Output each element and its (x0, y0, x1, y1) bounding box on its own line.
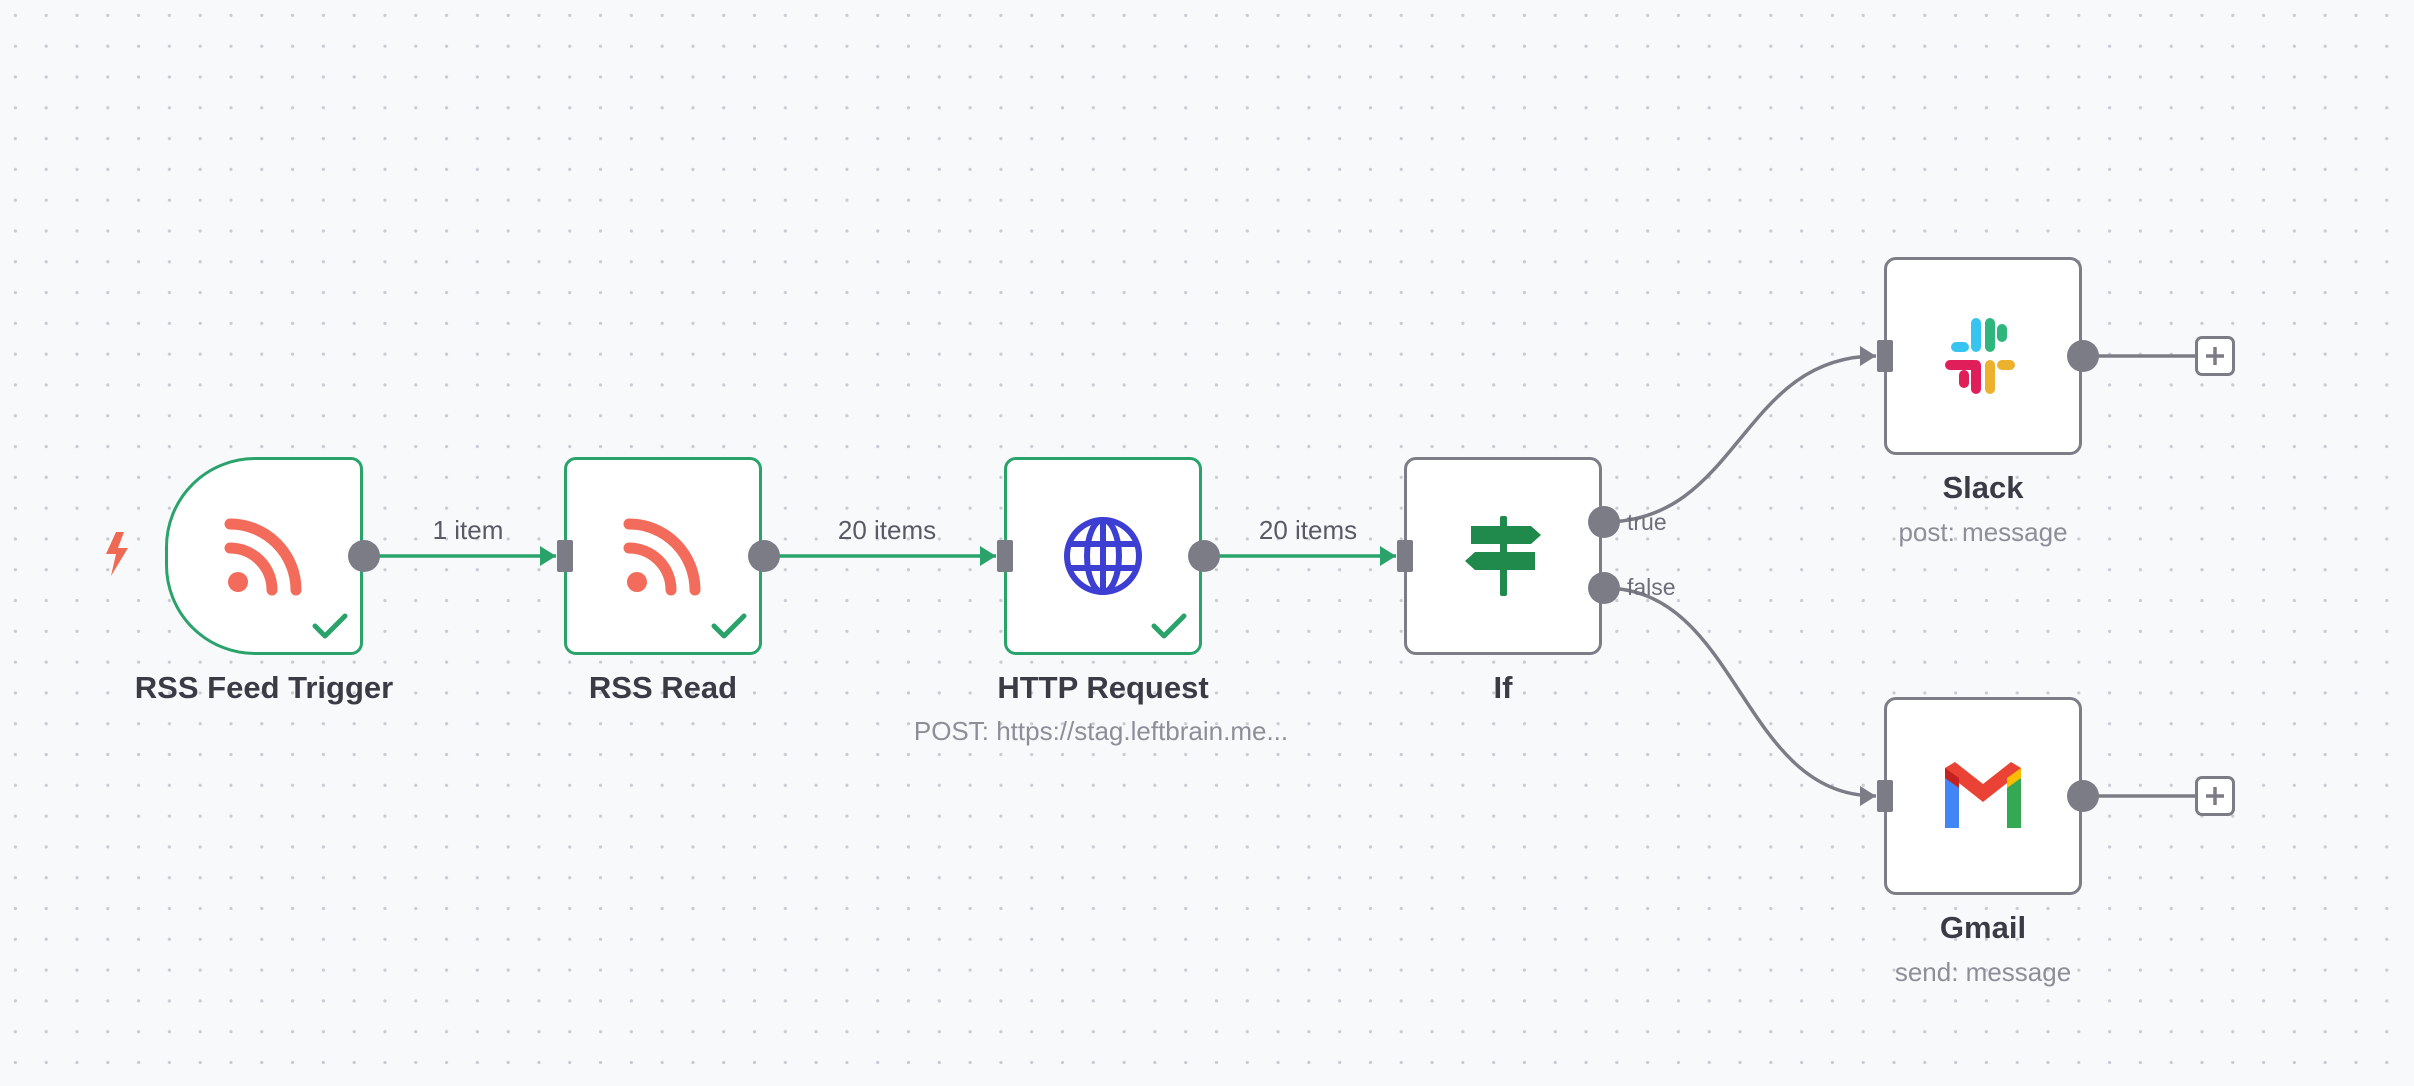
branch-label-false: false (1627, 574, 1676, 600)
input-handle-if[interactable] (1397, 540, 1413, 572)
output-handle-if-false[interactable] (1588, 572, 1620, 604)
node-if[interactable] (1404, 457, 1602, 655)
node-title-gmail: Gmail (1939, 910, 2027, 945)
node-rss-read[interactable] (564, 457, 762, 655)
input-handle-http-request[interactable] (997, 540, 1013, 572)
edge-rss-read-to-http-arrowhead (980, 546, 996, 566)
node-gmail[interactable] (1884, 697, 2082, 895)
node-subtitle-http-request: POST: https://stag.leftbrain.me... (913, 716, 1289, 746)
rss-icon (224, 518, 302, 596)
edge-if-true-to-slack[interactable] (1603, 354, 1877, 524)
input-handle-slack[interactable] (1877, 340, 1893, 372)
node-title-http-request: HTTP Request (997, 670, 1209, 705)
slack-logo-icon (1945, 318, 2015, 394)
trigger-bolt-icon (106, 532, 128, 576)
output-handle-if-true[interactable] (1588, 506, 1620, 538)
output-handle-rss-read[interactable] (748, 540, 780, 572)
input-handle-gmail[interactable] (1877, 780, 1893, 812)
edge-if-false-to-gmail[interactable] (1603, 586, 1877, 798)
edge-label-trigger-to-rss-read: 1 item (432, 515, 504, 545)
edge-if-false-to-gmail-arrowhead (1860, 786, 1876, 806)
rss-icon (623, 518, 701, 596)
node-subtitle-gmail: send: message (1894, 957, 2072, 987)
edge-http-to-if-arrowhead (1380, 546, 1396, 566)
add-node-after-slack-button[interactable] (2195, 336, 2235, 376)
edge-if-true-to-slack-arrowhead (1860, 346, 1876, 366)
success-check-icon (312, 613, 348, 639)
output-handle-http-request[interactable] (1188, 540, 1220, 572)
branch-label-true: true (1627, 509, 1667, 535)
edge-label-http-to-if: 20 items (1258, 515, 1358, 545)
success-check-icon (1151, 613, 1187, 639)
node-title-slack: Slack (1942, 470, 2024, 505)
plus-icon (2206, 787, 2224, 805)
node-title-if: If (1493, 670, 1513, 705)
edge-label-rss-read-to-http: 20 items (837, 515, 937, 545)
node-slack[interactable] (1884, 257, 2082, 455)
node-title-rss-feed-trigger: RSS Feed Trigger (134, 670, 394, 705)
output-handle-rss-feed-trigger[interactable] (348, 540, 380, 572)
globe-icon (1064, 517, 1142, 595)
signpost-icon (1465, 516, 1541, 596)
node-http-request[interactable] (1004, 457, 1202, 655)
success-check-icon (711, 613, 747, 639)
plus-icon (2206, 347, 2224, 365)
gmail-logo-icon (1945, 762, 2021, 828)
node-title-rss-read: RSS Read (588, 670, 738, 705)
add-node-after-gmail-button[interactable] (2195, 776, 2235, 816)
node-subtitle-slack: post: message (1898, 517, 2068, 547)
node-rss-feed-trigger[interactable] (165, 457, 363, 655)
input-handle-rss-read[interactable] (557, 540, 573, 572)
edge-trigger-to-rss-read-arrowhead (540, 546, 556, 566)
output-handle-gmail[interactable] (2067, 780, 2099, 812)
output-handle-slack[interactable] (2067, 340, 2099, 372)
